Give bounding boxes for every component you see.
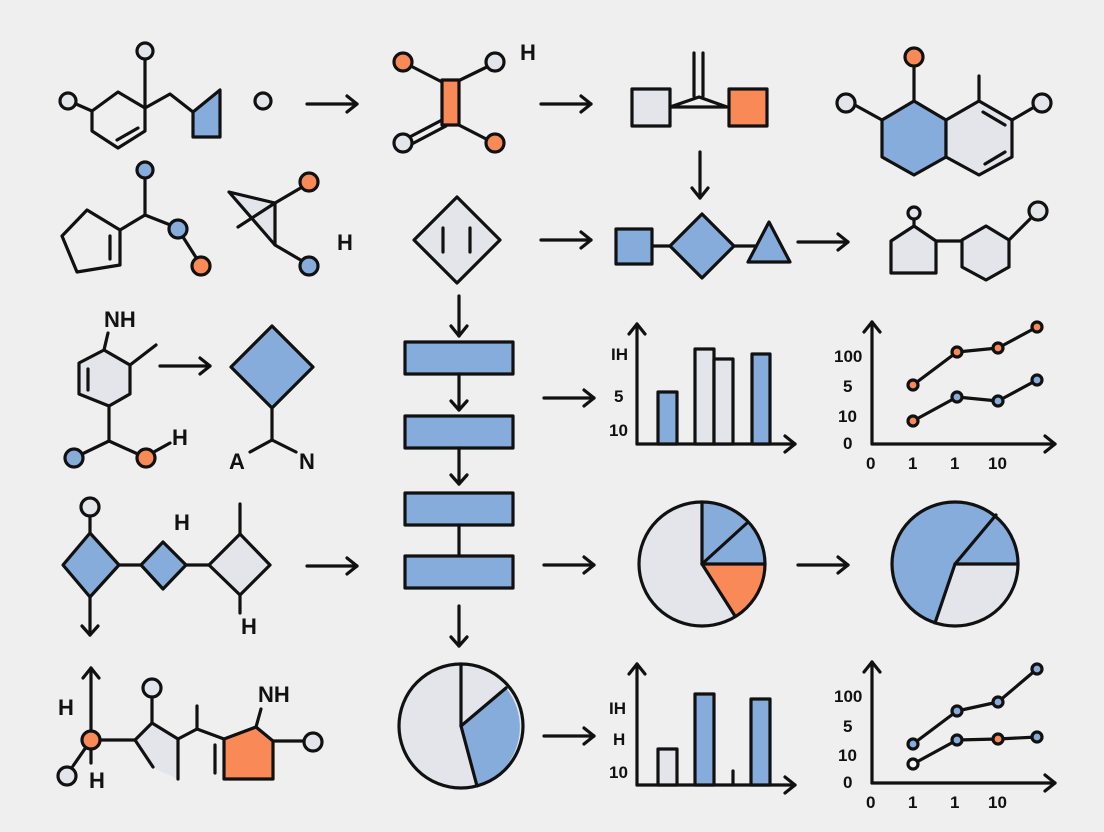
atom-label: H (174, 510, 190, 535)
arrow-down-icon (449, 294, 469, 338)
square-diamond-triangle (614, 212, 792, 280)
y-tick: 10 (838, 407, 857, 426)
pie-chart-1 (637, 500, 767, 628)
y-tick: 100 (834, 687, 862, 706)
atom-node (253, 91, 273, 111)
flowchart-steps (403, 340, 515, 648)
pie-chart-2 (890, 500, 1020, 628)
molecule-diamond-chain: H H (61, 496, 272, 639)
x-tick: 0 (866, 454, 875, 473)
y-tick: IH (611, 345, 628, 364)
square-triangle-square (630, 51, 769, 128)
y-tick: H (613, 730, 625, 749)
diamond-decision (412, 195, 502, 285)
bar-chart-2: IH H 10 (609, 662, 797, 795)
arrow-right-icon (305, 556, 359, 576)
atom-label: H (58, 695, 74, 720)
atom-label: H (172, 425, 188, 450)
y-tick: 5 (843, 717, 852, 736)
arrow-right-icon (796, 232, 850, 252)
x-tick: 0 (866, 793, 875, 812)
molecule-cyclopentene (60, 160, 212, 277)
y-tick: 5 (614, 387, 623, 406)
y-tick: 100 (834, 347, 862, 366)
bar-chart-1: IH 5 10 (609, 322, 797, 454)
atom-label: H (241, 614, 257, 639)
y-tick: 0 (843, 434, 852, 453)
x-tick: 1 (950, 454, 959, 473)
molecule-orange-pentagon: H H NH (56, 666, 324, 793)
x-tick: 10 (988, 793, 1007, 812)
arrow-down-icon (690, 150, 710, 200)
atom-label: N (299, 449, 315, 474)
x-tick: 1 (950, 793, 959, 812)
y-tick: 0 (843, 773, 852, 792)
atom-label: NH (104, 307, 136, 332)
diamond-an: A N (229, 324, 315, 474)
arrow-right-icon (542, 726, 596, 746)
arrow-right-icon (305, 94, 359, 114)
arrow-right-icon (539, 94, 593, 114)
arrow-right-icon (539, 230, 593, 250)
molecule-cyclopropane: H (227, 171, 353, 277)
y-tick: 10 (609, 763, 628, 782)
arrow-right-icon (542, 555, 596, 575)
molecule-naphthalene (835, 46, 1053, 177)
molecule-cyclohexene-1 (58, 41, 222, 150)
molecule-amine-ring: NH H (63, 307, 188, 469)
line-chart-2: 100 5 10 0 0 1 1 10 (834, 660, 1057, 812)
y-tick: 5 (843, 377, 852, 396)
atom-label: A (229, 449, 245, 474)
arrow-right-icon (158, 356, 212, 376)
atom-label: H (89, 768, 105, 793)
arrow-right-icon (796, 555, 850, 575)
x-tick: 1 (908, 793, 917, 812)
line-chart-1: 100 5 10 0 0 1 1 10 (834, 320, 1057, 473)
atom-label: H (337, 230, 353, 255)
molecule-two-rings (889, 200, 1049, 282)
pie-chart-3 (397, 662, 525, 790)
y-tick: IH (609, 699, 626, 718)
molecule-orange-center: H (392, 40, 536, 154)
x-tick: 1 (908, 454, 917, 473)
y-tick: 10 (838, 746, 857, 765)
y-tick: 10 (609, 421, 628, 440)
atom-label: NH (258, 682, 290, 707)
atom-label: H (520, 40, 536, 65)
x-tick: 10 (988, 454, 1007, 473)
arrow-right-icon (542, 388, 596, 408)
